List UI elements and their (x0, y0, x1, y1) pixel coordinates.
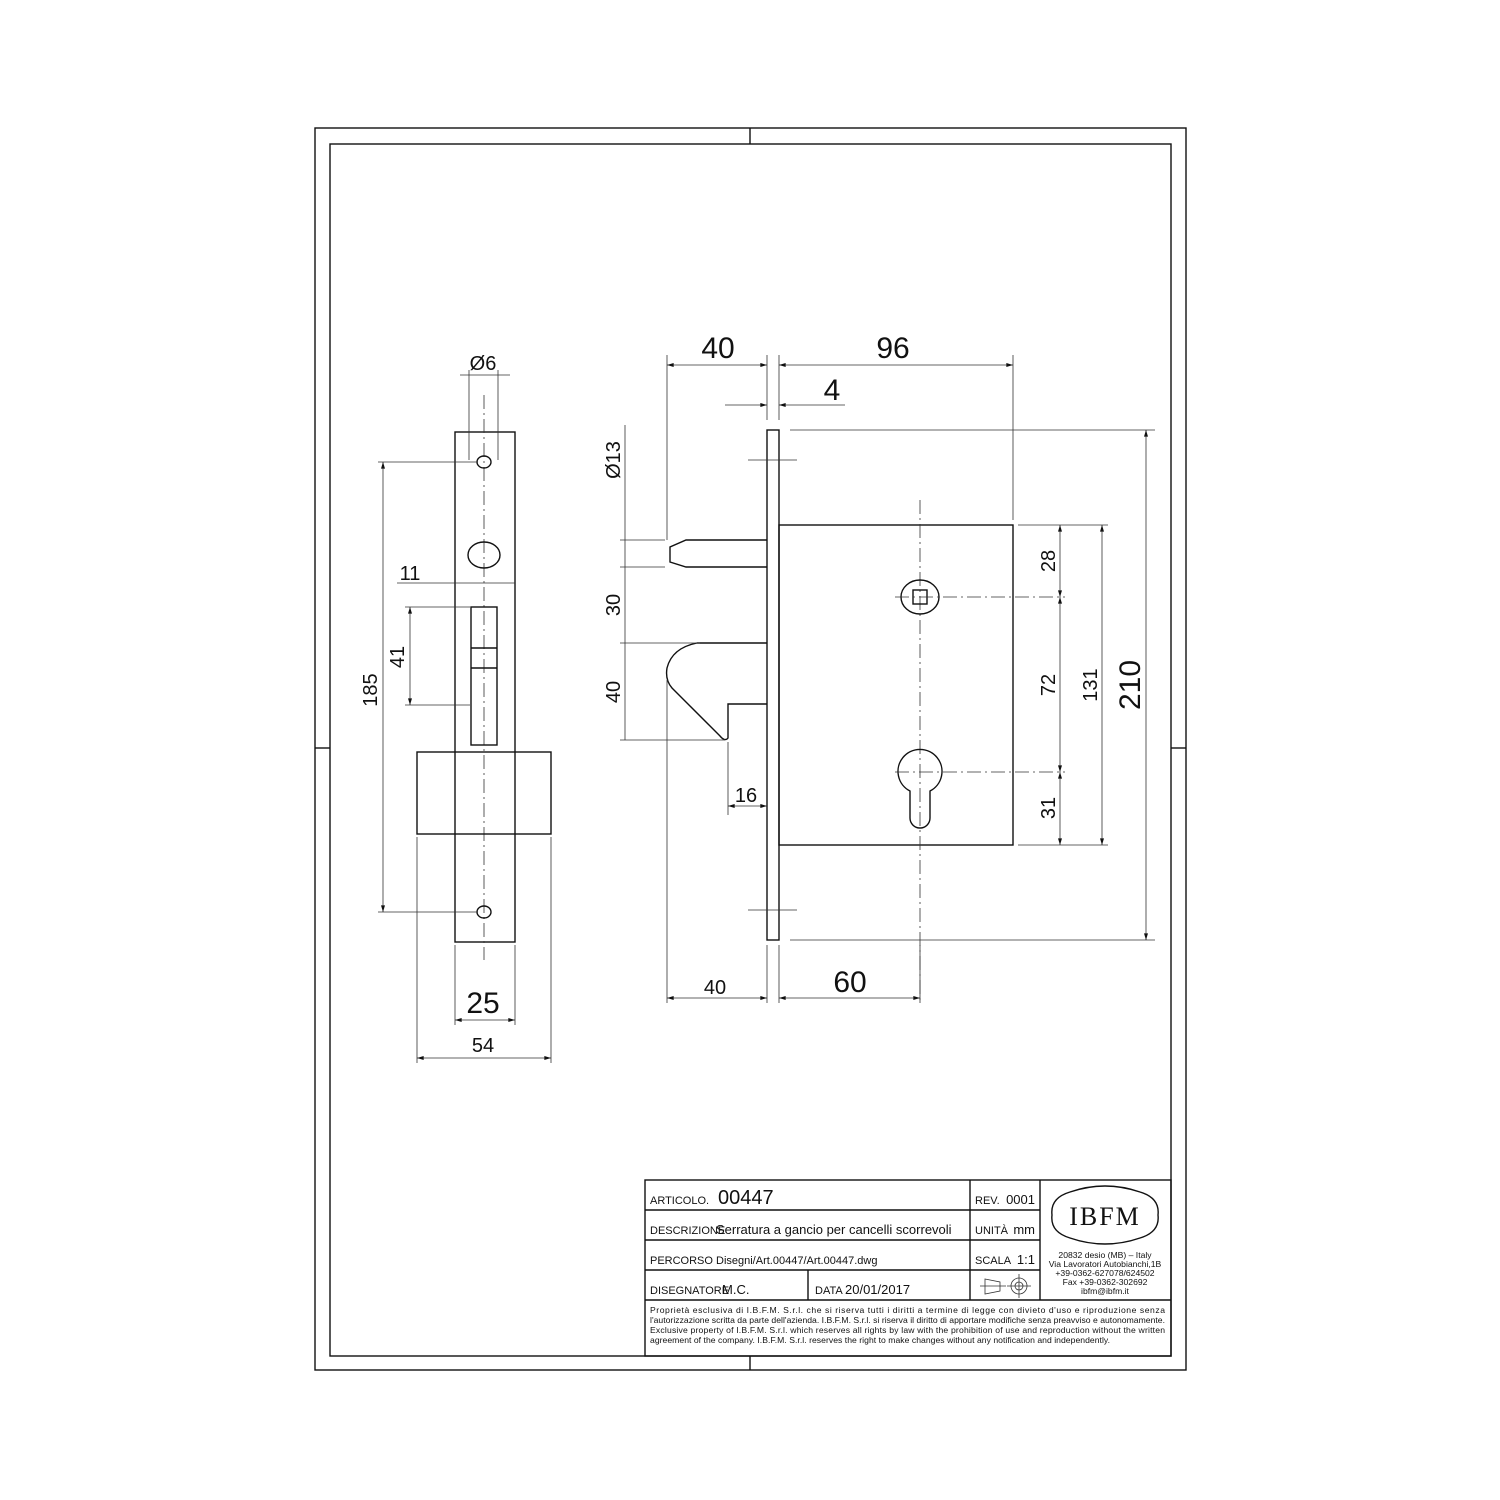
dim-cylinder-width: 11 (400, 563, 421, 585)
lock-body (778, 524, 1014, 846)
dim-hook-projection-top: 40 (701, 332, 734, 365)
hook-bolt (665, 642, 767, 741)
legal-note: Proprietà esclusiva di I.B.F.M. S.r.l. c… (650, 1305, 1165, 1315)
dim-hole-diameter: Ø6 (470, 353, 497, 375)
dim-body-depth: 96 (876, 332, 909, 365)
title-block: ARTICOLO. 00447 REV. 0001 DESCRIZIONE Se… (644, 1179, 1172, 1357)
dim-faceplate-width: 25 (466, 987, 499, 1020)
dim-cylinder-length: 41 (387, 646, 409, 668)
dim-body-width: 54 (472, 1035, 494, 1057)
lock-body-section (416, 751, 552, 835)
address-line: 20832 desio (MB) – Italy (1058, 1250, 1152, 1260)
faceplate (766, 429, 780, 941)
data-value: 20/01/2017 (845, 1282, 910, 1297)
logo-text: IBFM (1069, 1202, 1141, 1231)
dim-backset: 60 (833, 966, 866, 999)
faceplate (454, 431, 516, 943)
side-view: Ø6 185 41 11 25 54 (360, 353, 552, 1063)
scala-label: SCALA (975, 1255, 1012, 1267)
data-label: DATA (815, 1285, 843, 1297)
articolo-label: ARTICOLO. (650, 1195, 709, 1207)
dim-hook-width: 16 (735, 785, 757, 807)
ibfm-logo: IBFM (1051, 1185, 1159, 1245)
percorso-label: PERCORSO (650, 1255, 713, 1267)
scala-value: 1:1 (1017, 1252, 1035, 1267)
address-line: ibfm@ibfm.it (1081, 1286, 1129, 1296)
legal-note: Exclusive property of I.B.F.M. S.r.l. wh… (650, 1325, 1165, 1335)
spindle-hole (467, 541, 501, 569)
percorso-value: Disegni/Art.00447/Art.00447.dwg (716, 1255, 877, 1267)
dim-bolt-gap: 30 (603, 594, 625, 616)
projection-symbol-icon (980, 1274, 1031, 1298)
dim-hook-height: 40 (603, 681, 625, 703)
address-line: Fax +39-0362-302692 (1063, 1277, 1148, 1287)
address-line: +39-0362-627078/624502 (1055, 1268, 1154, 1278)
rev-label: REV. (975, 1195, 1000, 1207)
keyhole (897, 748, 943, 829)
address-line: Via Lavoratori Autobianchi,1B (1049, 1259, 1162, 1269)
dim-faceplate-thickness: 4 (824, 374, 841, 407)
descrizione-label: DESCRIZIONE (650, 1225, 725, 1237)
disegnatore-label: DISEGNATORE (650, 1285, 729, 1297)
dim-spindle-to-cylinder: 72 (1038, 674, 1060, 696)
unita-value: mm (1013, 1222, 1035, 1237)
legal-note: agreement of the company. I.B.F.M. S.r.l… (650, 1335, 1110, 1345)
legal-note: l'autorizzazione scritta da parte dell'a… (650, 1315, 1165, 1325)
descrizione-value: Serratura a gancio per cancelli scorrevo… (716, 1222, 952, 1237)
dim-body-height: 131 (1080, 668, 1102, 701)
front-view: 40 96 4 Ø13 30 40 16 40 60 28 72 31 131 (603, 332, 1155, 1003)
disegnatore-value: M.C. (722, 1282, 749, 1297)
upper-bolt (669, 539, 767, 568)
dim-faceplate-height: 210 (1114, 660, 1147, 710)
drawing-frame (314, 127, 1187, 1371)
dim-cylinder-to-bottom: 31 (1038, 797, 1060, 819)
dim-top-to-spindle: 28 (1038, 550, 1060, 572)
dim-hook-projection-bottom: 40 (704, 977, 726, 999)
unita-label: UNITÀ (975, 1224, 1009, 1237)
cylinder-slot (470, 606, 498, 746)
rev-value: 0001 (1006, 1192, 1035, 1207)
dim-hole-spacing: 185 (360, 673, 382, 706)
articolo-value: 00447 (718, 1187, 774, 1209)
dim-bolt-diameter: Ø13 (603, 441, 625, 479)
